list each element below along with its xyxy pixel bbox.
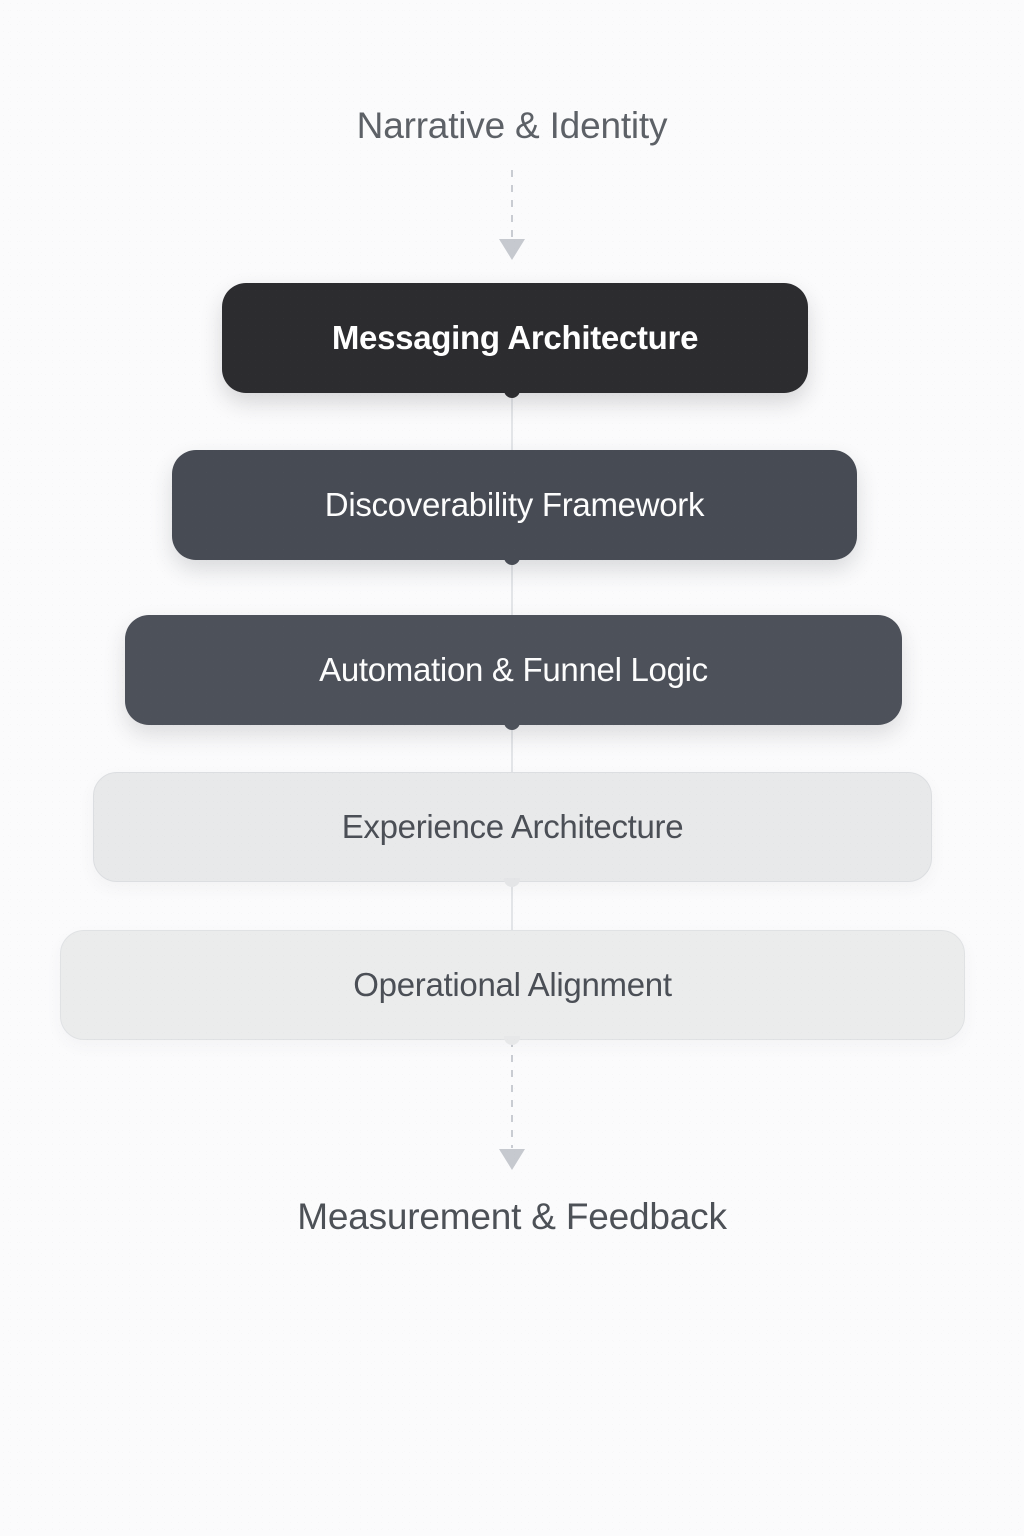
stage-label: Messaging Architecture	[331, 319, 699, 356]
stage-bar-discoverability-framework[interactable]: Discoverability Framework	[172, 450, 857, 560]
stage-bar-messaging-architecture[interactable]: Messaging Architecture	[222, 283, 808, 393]
stage-bar-automation-funnel-logic[interactable]: Automation & Funnel Logic	[125, 615, 902, 725]
down-arrow-icon	[499, 1149, 525, 1170]
spine-segment-3-4	[511, 725, 513, 772]
spine-segment-2-3	[511, 560, 513, 615]
stage-connector-nub-4	[504, 878, 520, 887]
dashed-line	[511, 170, 513, 238]
stage-connector-nub-2	[504, 556, 520, 565]
stage-label: Discoverability Framework	[324, 486, 705, 523]
stage-connector-nub-5	[504, 1036, 520, 1045]
down-arrow-icon	[499, 239, 525, 260]
dashed-line	[511, 1040, 513, 1148]
stage-connector-nub-1	[504, 389, 520, 398]
stage-connector-nub-3	[504, 721, 520, 730]
flow-top-label: Narrative & Identity	[356, 105, 668, 146]
stage-bar-experience-architecture[interactable]: Experience Architecture	[93, 772, 932, 882]
stage-label: Automation & Funnel Logic	[319, 651, 708, 688]
stage-label: Experience Architecture	[341, 808, 684, 845]
stage-label: Operational Alignment	[353, 966, 672, 1003]
spine-segment-1-2	[511, 393, 513, 450]
flow-bottom-label: Measurement & Feedback	[297, 1196, 727, 1237]
stage-bar-operational-alignment[interactable]: Operational Alignment	[60, 930, 965, 1040]
spine-segment-4-5	[511, 882, 513, 930]
